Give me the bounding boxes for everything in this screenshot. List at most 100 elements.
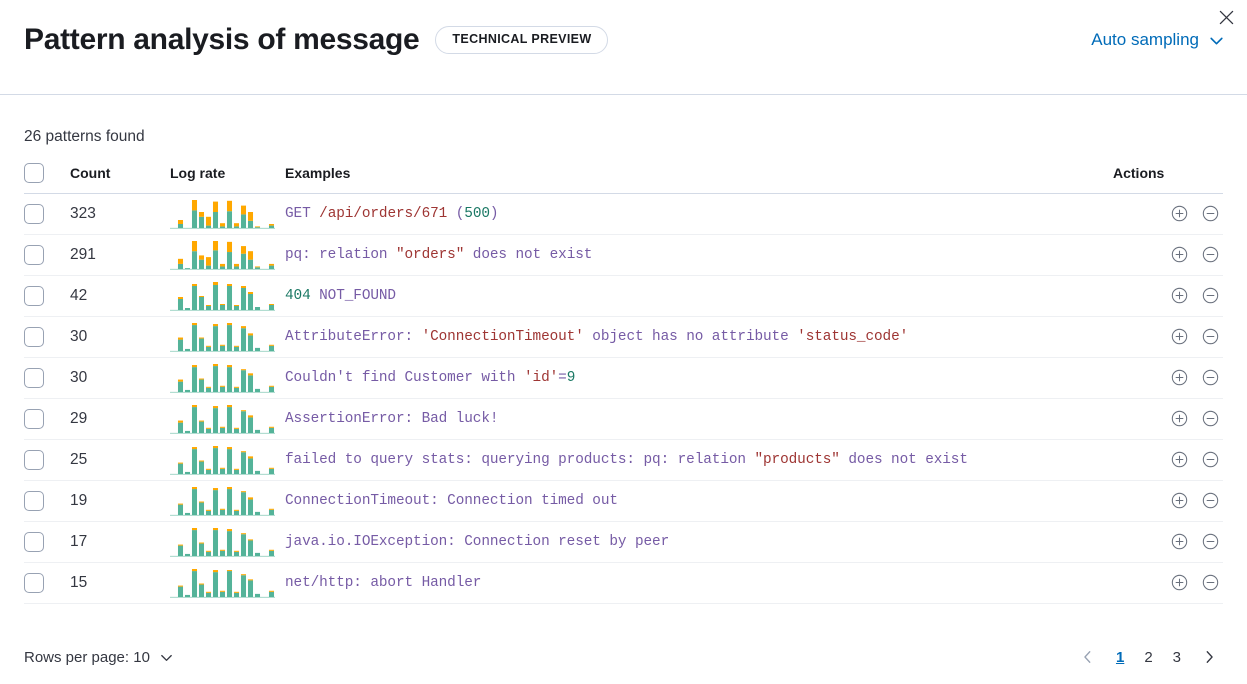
actions-cell (1113, 563, 1223, 604)
table-row[interactable]: 30 AttributeError: 'ConnectionTimeout' ob… (24, 316, 1223, 358)
log-rate-sparkline (170, 240, 285, 270)
plus-in-circle-icon[interactable] (1171, 533, 1188, 550)
row-checkbox[interactable] (24, 245, 44, 265)
auto-sampling-selector[interactable]: Auto sampling (1091, 30, 1231, 50)
log-rate-sparkline (170, 322, 285, 352)
actions-cell (1113, 276, 1223, 317)
example-cell: AttributeError: 'ConnectionTimeout' obje… (285, 317, 1113, 358)
rows-per-page-label: Rows per page: 10 (24, 648, 150, 666)
plus-in-circle-icon[interactable] (1171, 328, 1188, 345)
minus-in-circle-icon[interactable] (1202, 328, 1219, 345)
row-checkbox[interactable] (24, 409, 44, 429)
select-all-checkbox[interactable] (24, 163, 44, 183)
log-rate-sparkline (170, 281, 285, 311)
token-string: 'id' (524, 370, 559, 386)
row-checkbox[interactable] (24, 327, 44, 347)
log-rate-cell (170, 276, 285, 317)
next-page-button[interactable] (1195, 645, 1223, 669)
actions-cell (1113, 194, 1223, 235)
row-checkbox[interactable] (24, 286, 44, 306)
plus-in-circle-icon[interactable] (1171, 246, 1188, 263)
pattern-example-text: pq: relation "orders" does not exist (285, 247, 1113, 263)
example-cell: GET /api/orders/671 (500) (285, 194, 1113, 235)
token-default: does not exist (464, 247, 593, 263)
log-rate-sparkline (170, 404, 285, 434)
rows-per-page-selector[interactable]: Rows per page: 10 (24, 649, 174, 666)
minus-in-circle-icon[interactable] (1202, 246, 1219, 263)
plus-in-circle-icon[interactable] (1171, 451, 1188, 468)
minus-in-circle-icon[interactable] (1202, 492, 1219, 509)
minus-in-circle-icon[interactable] (1202, 205, 1219, 222)
log-rate-cell (170, 522, 285, 563)
row-checkbox[interactable] (24, 368, 44, 388)
row-count: 291 (70, 246, 96, 263)
plus-in-circle-icon[interactable] (1171, 205, 1188, 222)
actions-cell (1113, 440, 1223, 481)
minus-in-circle-icon[interactable] (1202, 451, 1219, 468)
minus-in-circle-icon[interactable] (1202, 533, 1219, 550)
log-rate-sparkline (170, 199, 285, 229)
page-button-3[interactable]: 3 (1163, 645, 1191, 670)
token-string: /api/orders/671 (319, 206, 448, 222)
row-checkbox[interactable] (24, 573, 44, 593)
plus-in-circle-icon[interactable] (1171, 369, 1188, 386)
pattern-example-text: AssertionError: Bad luck! (285, 411, 1113, 427)
row-select-cell (24, 358, 70, 399)
log-rate-cell (170, 194, 285, 235)
row-select-cell (24, 440, 70, 481)
row-checkbox[interactable] (24, 450, 44, 470)
technical-preview-badge: TECHNICAL PREVIEW (435, 26, 609, 54)
row-count: 30 (70, 328, 88, 345)
plus-in-circle-icon[interactable] (1171, 410, 1188, 427)
minus-in-circle-icon[interactable] (1202, 410, 1219, 427)
column-header-count: Count (70, 165, 111, 181)
table-row[interactable]: 42 404 NOT_FOUND (24, 275, 1223, 317)
page-title: Pattern analysis of message (24, 23, 420, 56)
table-row[interactable]: 291 pq: relation "orders" does not exist (24, 234, 1223, 276)
log-rate-sparkline (170, 363, 285, 393)
example-cell: 404 NOT_FOUND (285, 276, 1113, 317)
row-checkbox[interactable] (24, 532, 44, 552)
token-default: object has no attribute (583, 329, 798, 345)
token-number: 500 (464, 206, 490, 222)
minus-in-circle-icon[interactable] (1202, 287, 1219, 304)
plus-in-circle-icon[interactable] (1171, 287, 1188, 304)
row-count: 17 (70, 533, 88, 550)
plus-in-circle-icon[interactable] (1171, 492, 1188, 509)
example-cell: ConnectionTimeout: Connection timed out (285, 481, 1113, 522)
token-default: failed to query stats: querying products… (285, 452, 755, 468)
token-string: 'status_code' (797, 329, 909, 345)
row-count: 42 (70, 287, 88, 304)
content-area: 26 patterns found Count Log rate Example… (0, 95, 1247, 604)
minus-in-circle-icon[interactable] (1202, 574, 1219, 591)
close-icon[interactable] (1213, 4, 1239, 30)
page-button-2[interactable]: 2 (1134, 645, 1162, 670)
row-select-cell (24, 276, 70, 317)
plus-in-circle-icon[interactable] (1171, 574, 1188, 591)
minus-in-circle-icon[interactable] (1202, 369, 1219, 386)
page-button-1[interactable]: 1 (1106, 645, 1134, 670)
token-default: AssertionError: Bad luck! (285, 411, 499, 427)
log-rate-sparkline (170, 486, 285, 516)
table-header: Count Log rate Examples Actions (24, 163, 1223, 194)
actions-cell (1113, 522, 1223, 563)
row-checkbox[interactable] (24, 491, 44, 511)
log-rate-cell (170, 235, 285, 276)
token-default: ConnectionTimeout: Connection timed out (285, 493, 618, 509)
token-default: pq: relation (285, 247, 396, 263)
previous-page-button[interactable] (1074, 645, 1102, 669)
row-count: 30 (70, 369, 88, 386)
row-select-cell (24, 481, 70, 522)
header-row: Pattern analysis of message TECHNICAL PR… (24, 22, 1231, 58)
row-checkbox[interactable] (24, 204, 44, 224)
